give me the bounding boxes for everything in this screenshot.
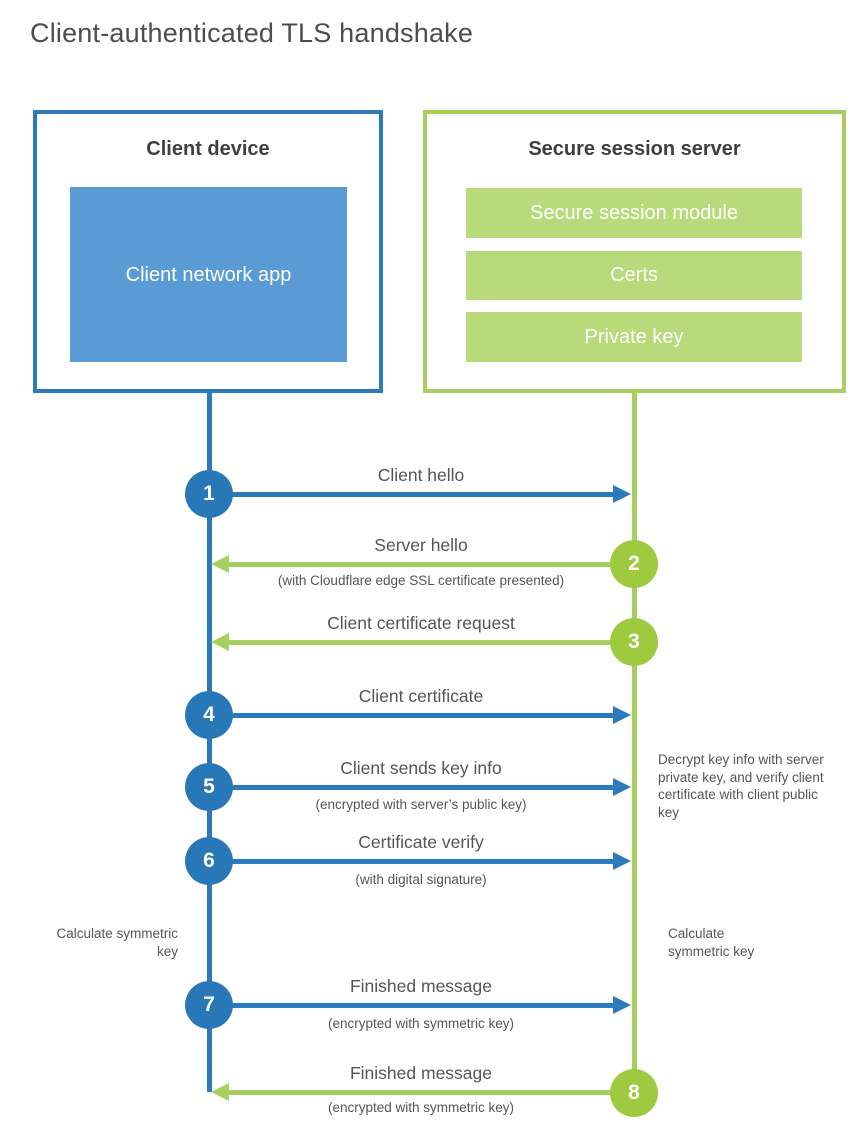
- server-lifeline: [632, 391, 637, 1093]
- step-1-label: Client hello: [377, 465, 465, 485]
- step-7-arrowhead-right-icon: [613, 996, 631, 1014]
- step-4-label: Client certificate: [358, 686, 484, 706]
- step-6-circle: 6: [185, 837, 233, 885]
- secure-session-server-title: Secure session server: [528, 138, 741, 160]
- step-6-sublabel: (with digital signature): [355, 872, 487, 887]
- client-device-title: Client device: [146, 138, 270, 160]
- step-8-arrow-line: [229, 1090, 613, 1095]
- step-3-arrow-line: [229, 640, 613, 645]
- step-8-sublabel: (encrypted with symmetric key): [327, 1100, 515, 1115]
- server-module-bar: Secure session module: [466, 188, 802, 238]
- server-certs-bar: Certs: [466, 251, 802, 300]
- step-6-arrowhead-right-icon: [613, 852, 631, 870]
- step-4-arrowhead-right-icon: [613, 706, 631, 724]
- step-7-label: Finished message: [349, 976, 493, 996]
- step-1-arrow-line: [231, 492, 613, 497]
- step-3-label: Client certificate request: [327, 613, 515, 633]
- step-8-arrowhead-left-icon: [211, 1083, 229, 1101]
- step-8-circle: 8: [610, 1069, 658, 1117]
- step-7-sublabel: (encrypted with symmetric key): [327, 1016, 515, 1031]
- step-5-arrow-line: [231, 785, 613, 790]
- step-1-circle: 1: [185, 470, 233, 518]
- client-lifeline: [207, 391, 212, 1092]
- step-6-label: Certificate verify: [358, 832, 484, 852]
- page-title: Client-authenticated TLS handshake: [30, 18, 474, 48]
- calculate-symmetric-key-left: Calculate symmetric key: [56, 926, 178, 959]
- step-6-arrow-line: [231, 859, 613, 864]
- step-5-circle: 5: [185, 763, 233, 811]
- client-network-app-label: Client network app: [125, 263, 292, 286]
- step-3-arrowhead-left-icon: [211, 633, 229, 651]
- step-4-circle: 4: [185, 691, 233, 739]
- step-7-arrow-line: [231, 1003, 613, 1008]
- calculate-symmetric-key-right: Calculate symmetric key: [668, 926, 755, 959]
- step-8-label: Finished message: [349, 1063, 493, 1083]
- step-2-circle: 2: [610, 540, 658, 588]
- step-7-circle: 7: [185, 981, 233, 1029]
- step-4-arrow-line: [231, 713, 613, 718]
- step-2-label: Server hello: [374, 535, 468, 555]
- step-2-arrowhead-left-icon: [211, 555, 229, 573]
- step-3-circle: 3: [610, 618, 658, 666]
- decrypt-key-note: Decrypt key info with server private key…: [658, 752, 824, 820]
- step-1-arrowhead-right-icon: [613, 485, 631, 503]
- server-private-key-bar: Private key: [466, 312, 802, 362]
- client-network-app-box: Client network app: [70, 187, 347, 362]
- step-5-label: Client sends key info: [340, 758, 502, 778]
- step-2-sublabel: (with Cloudflare edge SSL certificate pr…: [277, 573, 565, 588]
- step-5-sublabel: (encrypted with server’s public key): [315, 797, 527, 812]
- step-2-arrow-line: [229, 562, 613, 567]
- step-5-arrowhead-right-icon: [613, 778, 631, 796]
